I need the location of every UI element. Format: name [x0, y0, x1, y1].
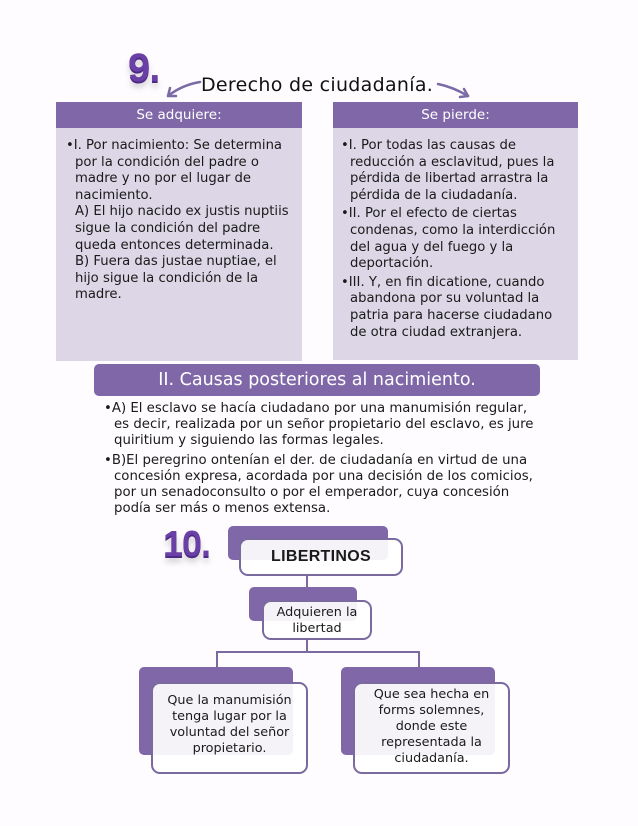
connector-line: [306, 640, 308, 652]
acquire-panel: Se adquiere: •I. Por nacimiento: Se dete…: [56, 102, 302, 361]
connector-line: [418, 651, 420, 667]
lose-item: •II. Por el efecto de ciertas condenas, …: [341, 206, 556, 272]
acquire-header: Se adquiere:: [56, 102, 302, 128]
acquire-item: •I. Por nacimiento: Se determina por la …: [66, 138, 296, 304]
lose-header: Se pierde:: [333, 102, 578, 128]
later-causes-list: •A) El esclavo se hacía ciudadano por un…: [104, 401, 544, 520]
connector-line: [216, 651, 218, 667]
arrow-left-icon: [166, 80, 202, 98]
connector-line: [216, 651, 420, 653]
leaf-node-owner-will: Que la manumisión tenga lugar por la vol…: [151, 682, 308, 774]
leaf-node-solemn-forms: Que sea hecha en forms solemnes, donde e…: [353, 682, 510, 774]
later-cause-item: •B)El peregrino ontenían el der. de ciud…: [104, 452, 533, 517]
section-9-title: Derecho de ciudadanía.: [201, 74, 434, 96]
acquire-item-main: •I. Por nacimiento: Se determina por la …: [66, 138, 283, 203]
arrow-right-icon: [436, 82, 470, 99]
acquire-item-sub-a: A) El hijo nacido ex justis nuptiis sigu…: [75, 204, 289, 253]
lose-item: •III. Y, en fin dicatione, cuando abando…: [341, 274, 553, 340]
root-node-libertinos: LIBERTINOS: [239, 538, 403, 576]
section-10-number: 10.: [163, 523, 211, 564]
lose-item: •I. Por todas las causas de reducción a …: [341, 138, 555, 203]
later-causes-header: II. Causas posteriores al nacimiento.: [94, 364, 540, 396]
connector-line: [306, 576, 308, 588]
lose-panel: Se pierde: •I. Por todas las causas de r…: [333, 102, 578, 360]
later-cause-item: •A) El esclavo se hacía ciudadano por un…: [104, 401, 534, 449]
section-9-number: 9.: [128, 46, 160, 90]
acquire-item-sub-b: B) Fuera das justae nuptiae, el hijo sig…: [75, 254, 277, 303]
middle-node-acquire-freedom: Adquieren la libertad: [262, 600, 372, 640]
